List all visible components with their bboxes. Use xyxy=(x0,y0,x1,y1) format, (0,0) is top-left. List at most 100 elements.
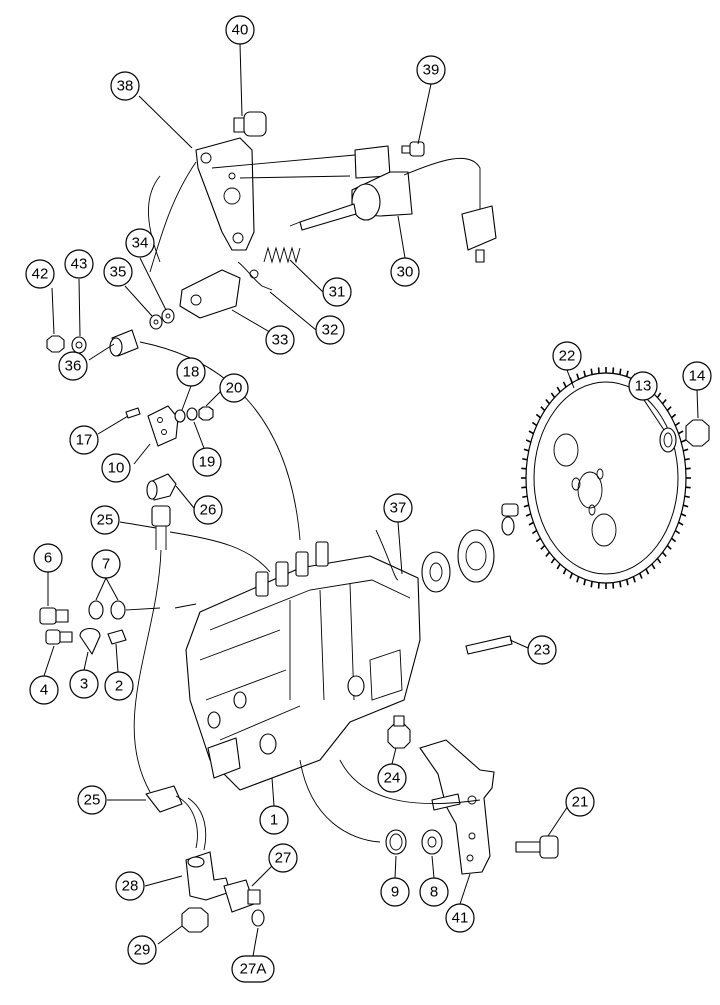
callout-2: 2 xyxy=(105,672,133,700)
gear-tooth xyxy=(551,558,554,563)
fuel-line-lower xyxy=(146,786,206,850)
callout-14-label: 14 xyxy=(689,368,706,385)
gear-tooth xyxy=(657,558,660,563)
washer-7a xyxy=(89,601,103,619)
callout-22: 22 xyxy=(553,342,581,370)
callout-29: 29 xyxy=(128,936,156,964)
callout-4: 4 xyxy=(30,676,58,704)
callout-27: 27 xyxy=(269,844,297,872)
nut-14 xyxy=(686,420,709,446)
callout-26: 26 xyxy=(194,496,222,524)
callout-3-label: 3 xyxy=(80,676,88,693)
gear-tooth xyxy=(681,514,686,516)
callout-23-label: 23 xyxy=(534,642,551,659)
nut-20 xyxy=(199,407,213,420)
callout-3: 3 xyxy=(70,670,98,698)
callout-19-label: 19 xyxy=(199,454,216,471)
callout-4-label: 4 xyxy=(40,682,48,699)
tee-fitting xyxy=(186,852,230,900)
gear-tooth xyxy=(541,545,545,549)
gear-tooth xyxy=(536,538,540,541)
callout-27a: 27A xyxy=(232,956,274,982)
callout-19: 19 xyxy=(193,448,221,476)
gear-tooth xyxy=(627,371,628,377)
gear-22 xyxy=(521,367,691,589)
callout-10: 10 xyxy=(102,454,130,482)
callout-9: 9 xyxy=(381,878,409,906)
fitting-4 xyxy=(46,630,72,644)
callout-43: 43 xyxy=(65,250,93,278)
gear-tooth xyxy=(526,514,531,516)
callout-39: 39 xyxy=(417,56,445,84)
gear-tooth xyxy=(521,468,526,469)
gear-tooth xyxy=(667,407,671,411)
callout-40-label: 40 xyxy=(232,22,249,39)
callout-22-label: 22 xyxy=(559,348,576,365)
gear-tooth xyxy=(570,573,572,578)
link-32 xyxy=(238,262,272,290)
callout-38: 38 xyxy=(111,72,139,100)
gear-tooth xyxy=(584,371,585,377)
callout-10-label: 10 xyxy=(108,460,125,477)
gear-tooth xyxy=(663,552,667,556)
nut-42 xyxy=(47,336,64,352)
callout-42: 42 xyxy=(26,260,54,288)
gear-tooth xyxy=(529,522,534,525)
callout-27a-label: 27A xyxy=(240,961,267,978)
callout-36-label: 36 xyxy=(65,358,82,375)
gear-tooth xyxy=(686,468,691,469)
callout-33: 33 xyxy=(266,326,294,354)
callout-23: 23 xyxy=(528,636,556,664)
washer-13 xyxy=(660,428,676,452)
callout-7-label: 7 xyxy=(102,556,110,573)
gear-tooth xyxy=(646,569,649,574)
callout-13-label: 13 xyxy=(635,378,652,395)
bolt-21 xyxy=(516,836,558,858)
callout-32-label: 32 xyxy=(322,322,339,339)
callout-41-label: 41 xyxy=(452,910,469,927)
callout-20: 20 xyxy=(220,374,248,402)
callout-36: 36 xyxy=(59,352,87,380)
gear-tooth xyxy=(557,564,560,569)
gear-tooth xyxy=(683,505,688,507)
gear-tooth xyxy=(521,487,526,488)
callout-1: 1 xyxy=(260,806,288,834)
callout-18-label: 18 xyxy=(183,364,200,381)
callout-30-label: 30 xyxy=(397,264,414,281)
callout-25-upper: 25 xyxy=(91,506,119,534)
gear-tooth xyxy=(683,449,688,451)
callout-14: 14 xyxy=(683,362,711,390)
callout-21-label: 21 xyxy=(572,794,589,811)
callout-41: 41 xyxy=(446,904,474,932)
gear-tooth xyxy=(522,459,527,460)
injection-pump xyxy=(186,542,420,790)
washer-35 xyxy=(150,315,162,329)
gear-tooth xyxy=(532,531,536,534)
callout-1-label: 1 xyxy=(270,812,278,829)
callout-9-label: 9 xyxy=(391,884,399,901)
gear-tooth xyxy=(591,369,592,375)
callout-37: 37 xyxy=(384,494,412,522)
gear-tooth xyxy=(681,440,686,442)
callout-32: 32 xyxy=(316,316,344,344)
callout-21: 21 xyxy=(566,788,594,816)
callout-40: 40 xyxy=(226,16,254,44)
callout-7: 7 xyxy=(92,550,120,578)
callout-6-label: 6 xyxy=(44,550,52,567)
callout-17: 17 xyxy=(70,426,98,454)
gear-tooth xyxy=(536,414,540,417)
callout-24-label: 24 xyxy=(384,770,401,787)
callout-34-label: 34 xyxy=(132,235,149,252)
gear-tooth xyxy=(685,496,690,497)
callout-25-lower-label: 25 xyxy=(84,792,101,809)
gear-tooth xyxy=(620,369,621,375)
gear-tooth xyxy=(577,577,579,583)
callout-27-label: 27 xyxy=(275,850,292,867)
washer-7b xyxy=(111,601,125,619)
fitting-2 xyxy=(108,630,126,644)
gear-tooth xyxy=(591,581,592,587)
callout-33-label: 33 xyxy=(272,332,289,349)
gear-tooth xyxy=(546,552,550,556)
callout-18: 18 xyxy=(177,358,205,386)
gear-tooth xyxy=(526,440,531,442)
